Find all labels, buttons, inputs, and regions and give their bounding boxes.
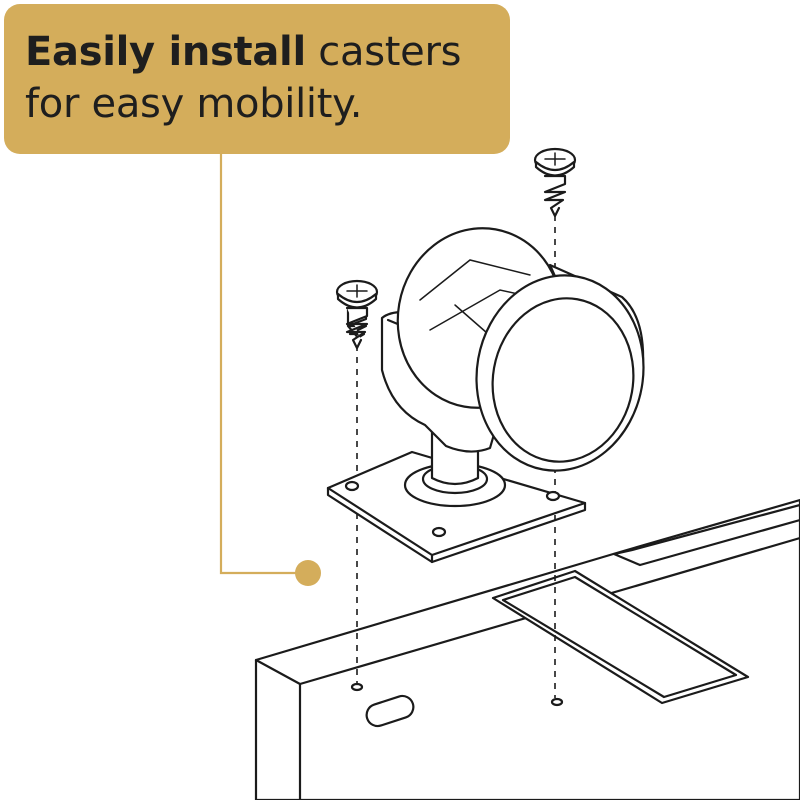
caster-wheel-assembly	[326, 227, 645, 564]
pilot-hole-left	[350, 682, 364, 692]
screw-right-icon	[533, 147, 577, 218]
leader-dot	[295, 560, 321, 586]
callout-leader	[219, 154, 321, 586]
furniture-base	[254, 498, 800, 800]
callout-light-text-1: casters	[305, 29, 462, 75]
pilot-hole-right	[550, 697, 564, 707]
rectangular-slot	[491, 569, 750, 705]
callout-light-text-2: for easy mobility.	[25, 81, 363, 127]
oval-slot	[365, 694, 415, 728]
callout-box: Easily install casters for easy mobility…	[4, 4, 510, 154]
callout-bold-text: Easily install	[25, 29, 306, 75]
screw-left-icon	[335, 279, 379, 350]
